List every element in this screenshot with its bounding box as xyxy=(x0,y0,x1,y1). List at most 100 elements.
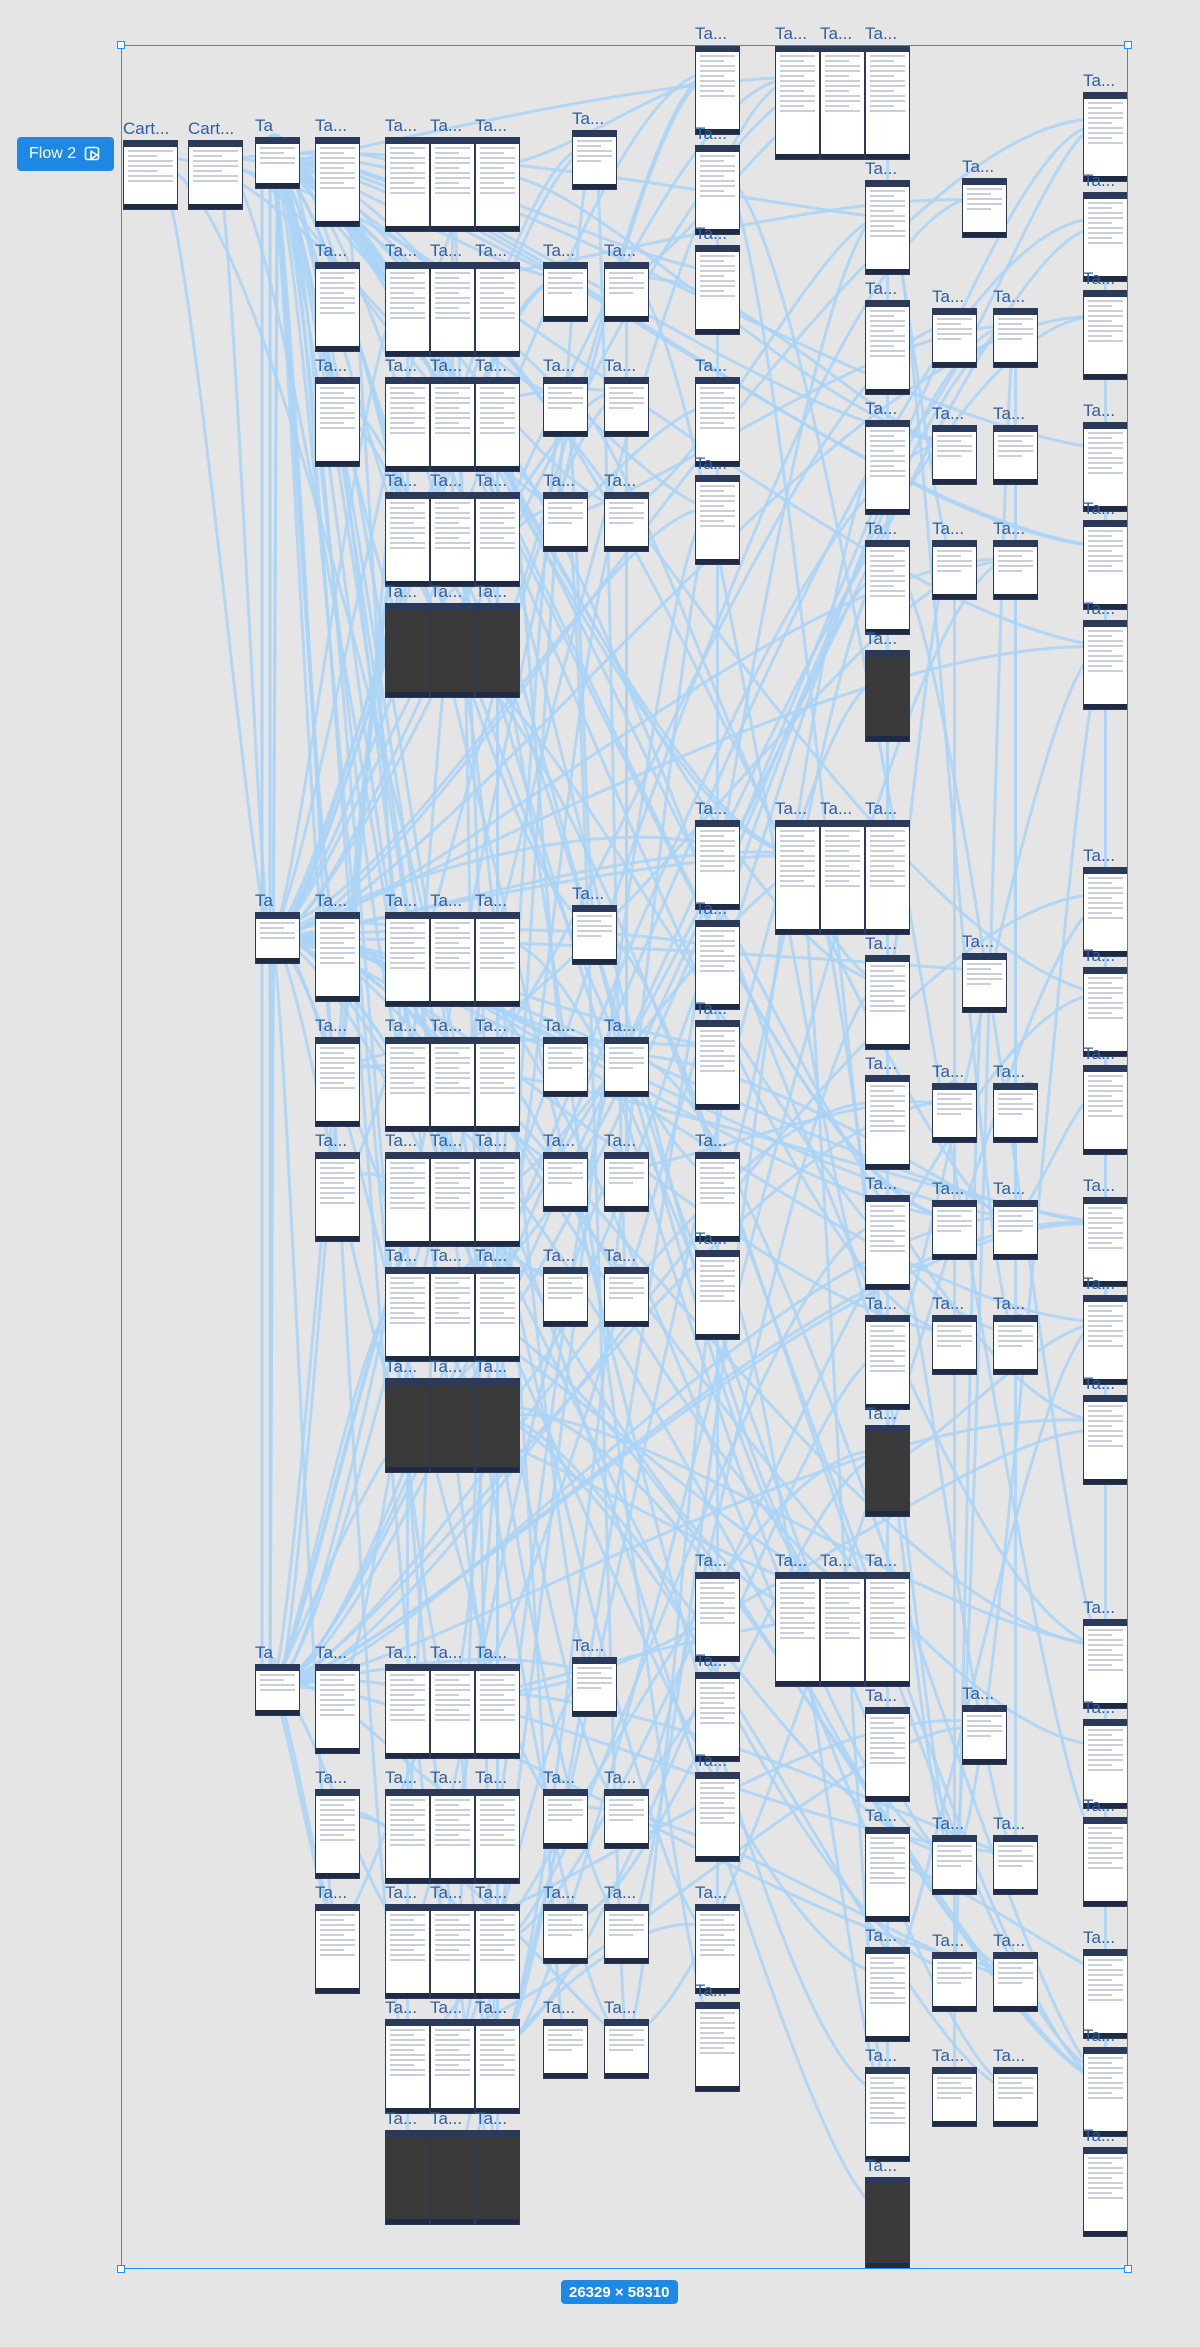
screen-frame[interactable] xyxy=(932,308,977,368)
frame-name-label[interactable]: Ta... xyxy=(695,124,728,143)
frame-name-label[interactable]: Ta... xyxy=(865,1174,898,1193)
frame-name-label[interactable]: Ta... xyxy=(430,891,463,910)
frame-name-label[interactable]: Ta... xyxy=(572,109,605,128)
frame-name-label[interactable]: Ta... xyxy=(604,1246,637,1265)
frame-name-label[interactable]: Ta... xyxy=(315,356,348,375)
frame-name-label[interactable]: Ta... xyxy=(820,1551,853,1570)
screen-frame[interactable] xyxy=(695,920,740,1010)
frame-name-label[interactable]: Ta... xyxy=(775,1551,808,1570)
screen-frame[interactable] xyxy=(543,1037,588,1097)
frame-name-label[interactable]: Ta... xyxy=(1083,946,1116,965)
screen-frame[interactable] xyxy=(865,1827,910,1922)
frame-name-label[interactable]: Ta... xyxy=(865,1926,898,1945)
screen-frame[interactable] xyxy=(475,912,520,1007)
frame-name-label[interactable]: Ta... xyxy=(430,582,463,601)
frame-name-label[interactable]: Ta... xyxy=(932,1179,965,1198)
frame-name-label[interactable]: Ta... xyxy=(695,356,728,375)
frame-name-label[interactable]: Ta... xyxy=(695,999,728,1018)
screen-frame[interactable] xyxy=(475,137,520,232)
screen-frame[interactable] xyxy=(572,1657,617,1717)
screen-frame[interactable] xyxy=(430,2019,475,2114)
frame-name-label[interactable]: Ta xyxy=(255,116,273,135)
frame-name-label[interactable]: Ta... xyxy=(865,1054,898,1073)
frame-name-label[interactable]: Ta... xyxy=(865,934,898,953)
screen-frame[interactable] xyxy=(993,1952,1038,2012)
screen-frame[interactable] xyxy=(430,492,475,587)
frame-name-label[interactable]: Ta... xyxy=(820,799,853,818)
screen-frame[interactable] xyxy=(430,377,475,472)
frame-name-label[interactable]: Ta... xyxy=(1083,499,1116,518)
screen-frame[interactable] xyxy=(315,1152,360,1242)
frame-name-label[interactable]: Ta... xyxy=(385,1357,418,1376)
screen-frame[interactable] xyxy=(543,492,588,552)
frame-name-label[interactable]: Ta... xyxy=(695,1751,728,1770)
screen-frame[interactable] xyxy=(430,1152,475,1247)
screen-frame[interactable] xyxy=(865,650,910,742)
screen-frame[interactable] xyxy=(385,1267,430,1362)
frame-name-label[interactable]: Ta... xyxy=(385,1768,418,1787)
frame-name-label[interactable]: Ta... xyxy=(475,116,508,135)
frame-name-label[interactable]: Ta... xyxy=(604,1016,637,1035)
screen-frame[interactable] xyxy=(932,1315,977,1375)
screen-frame[interactable] xyxy=(430,1904,475,1999)
screen-frame[interactable] xyxy=(695,1152,740,1242)
screen-frame[interactable] xyxy=(430,262,475,357)
frame-name-label[interactable]: Cart... xyxy=(188,119,235,138)
screen-frame[interactable] xyxy=(123,140,178,210)
screen-frame[interactable] xyxy=(993,1835,1038,1895)
screen-frame[interactable] xyxy=(475,1152,520,1247)
frame-name-label[interactable]: Ta... xyxy=(604,1768,637,1787)
frame-name-label[interactable]: Ta... xyxy=(775,24,808,43)
frame-name-label[interactable]: Ta... xyxy=(1083,1044,1116,1063)
frame-name-label[interactable]: Ta... xyxy=(865,519,898,538)
frame-name-label[interactable]: Ta... xyxy=(604,1883,637,1902)
flow-starting-point-badge[interactable]: Flow 2 xyxy=(17,137,115,171)
frame-name-label[interactable]: Ta... xyxy=(865,629,898,648)
frame-name-label[interactable]: Ta... xyxy=(865,2046,898,2065)
frame-name-label[interactable]: Ta... xyxy=(543,471,576,490)
screen-frame[interactable] xyxy=(695,475,740,565)
screen-frame[interactable] xyxy=(695,1572,740,1662)
frame-name-label[interactable]: Ta... xyxy=(695,454,728,473)
frame-name-label[interactable]: Ta... xyxy=(993,1931,1026,1950)
screen-frame[interactable] xyxy=(385,137,430,232)
frame-name-label[interactable]: Ta... xyxy=(932,1931,965,1950)
frame-name-label[interactable]: Ta... xyxy=(993,287,1026,306)
screen-frame[interactable] xyxy=(1083,422,1128,512)
screen-frame[interactable] xyxy=(865,180,910,275)
screen-frame[interactable] xyxy=(604,2019,649,2079)
frame-name-label[interactable]: Ta... xyxy=(1083,1928,1116,1947)
screen-frame[interactable] xyxy=(1083,2047,1128,2137)
screen-frame[interactable] xyxy=(385,1789,430,1884)
screen-frame[interactable] xyxy=(572,905,617,965)
screen-frame[interactable] xyxy=(932,1952,977,2012)
frame-name-label[interactable]: Ta... xyxy=(1083,171,1116,190)
screen-frame[interactable] xyxy=(430,1789,475,1884)
screen-frame[interactable] xyxy=(315,912,360,1002)
frame-name-label[interactable]: Ta... xyxy=(993,1062,1026,1081)
frame-name-label[interactable]: Ta... xyxy=(475,1768,508,1787)
screen-frame[interactable] xyxy=(385,2019,430,2114)
screen-frame[interactable] xyxy=(865,820,910,935)
frame-name-label[interactable]: Ta... xyxy=(1083,1698,1116,1717)
frame-name-label[interactable]: Ta... xyxy=(430,1643,463,1662)
screen-frame[interactable] xyxy=(475,1904,520,1999)
frame-name-label[interactable]: Ta... xyxy=(993,1814,1026,1833)
frame-name-label[interactable]: Ta... xyxy=(932,2046,965,2065)
screen-frame[interactable] xyxy=(543,377,588,437)
frame-name-label[interactable]: Ta... xyxy=(543,1016,576,1035)
screen-frame[interactable] xyxy=(475,2130,520,2225)
frame-name-label[interactable]: Ta... xyxy=(865,159,898,178)
frame-name-label[interactable]: Ta... xyxy=(865,279,898,298)
screen-frame[interactable] xyxy=(865,540,910,635)
frame-name-label[interactable]: Ta... xyxy=(1083,846,1116,865)
frame-name-label[interactable]: Ta... xyxy=(475,1246,508,1265)
screen-frame[interactable] xyxy=(962,1705,1007,1765)
frame-name-label[interactable]: Ta... xyxy=(1083,2026,1116,2045)
screen-frame[interactable] xyxy=(315,1789,360,1879)
screen-frame[interactable] xyxy=(775,45,820,160)
frame-name-label[interactable]: Ta... xyxy=(315,241,348,260)
frame-name-label[interactable]: Ta... xyxy=(993,1179,1026,1198)
screen-frame[interactable] xyxy=(820,45,865,160)
screen-frame[interactable] xyxy=(604,1267,649,1327)
